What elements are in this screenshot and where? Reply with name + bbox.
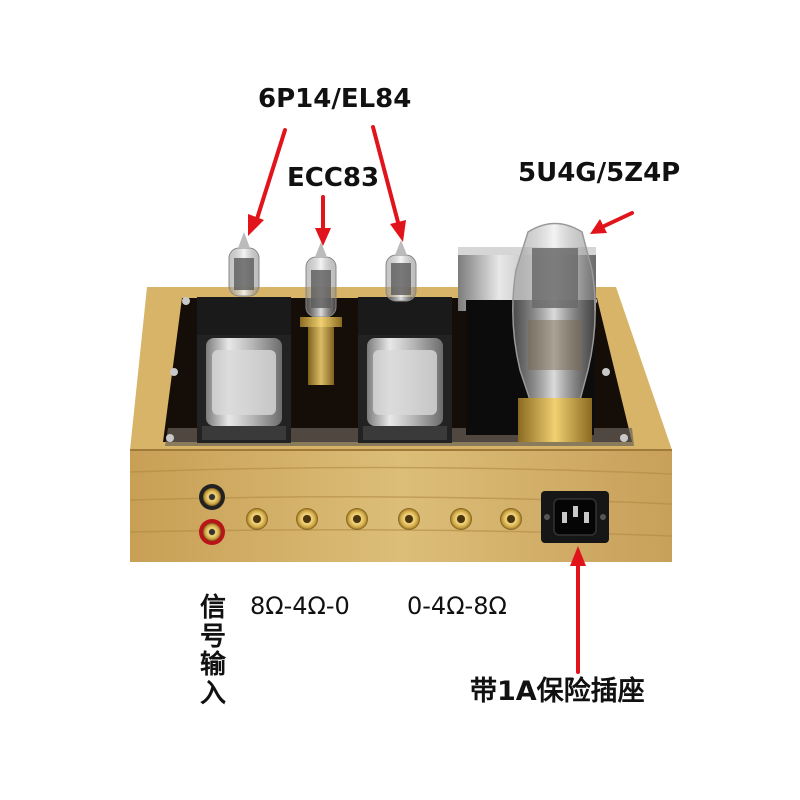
arrow-to-power-tube-left <box>248 128 287 236</box>
rca-input-jacks <box>199 484 225 545</box>
fuse-socket-label: 带1A保险插座 <box>470 676 645 707</box>
speaker-terminals <box>246 508 522 530</box>
speaker-output-right-label: 0-4Ω-8Ω <box>407 592 507 620</box>
power-tube-left <box>228 232 260 297</box>
preamp-tube-label: ECC83 <box>287 163 380 193</box>
output-transformer-left <box>197 297 291 443</box>
rectifier-tube-label: 5U4G/5Z4P <box>518 158 681 188</box>
arrow-to-rectifier-tube <box>590 211 634 234</box>
rectifier-tube <box>512 222 596 442</box>
annotation-arrows <box>248 125 634 674</box>
arrow-to-power-tube-right <box>371 125 406 242</box>
arrow-to-power-socket <box>570 546 586 674</box>
output-transformer-right <box>358 297 452 443</box>
signal-input-label: 信号输入 <box>199 593 226 709</box>
preamp-tube <box>300 242 342 385</box>
power-tube-label: 6P14/EL84 <box>258 84 412 114</box>
iec-power-socket <box>541 491 609 543</box>
power-tube-right <box>385 240 417 302</box>
arrow-to-preamp-tube <box>315 195 331 246</box>
speaker-output-left-label: 8Ω-4Ω-0 <box>250 592 350 620</box>
